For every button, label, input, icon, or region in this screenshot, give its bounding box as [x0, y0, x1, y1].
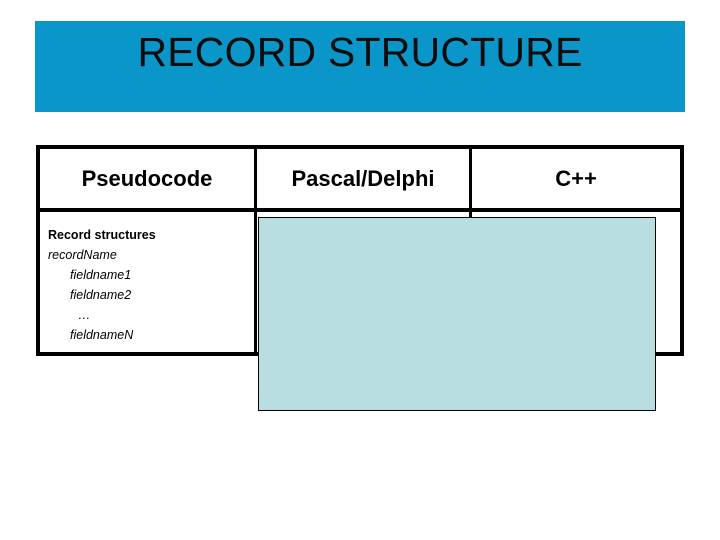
table-header-pascal-delphi: Pascal/Delphi [291, 165, 435, 191]
pseudocode-line-ellipsis: … [78, 308, 91, 322]
pseudocode-line-fieldname2: fieldname2 [70, 288, 132, 302]
table-border-left [36, 145, 40, 356]
pseudocode-line-fieldnameN: fieldnameN [70, 328, 134, 342]
code-placeholder-box[interactable] [258, 217, 656, 411]
page-title: RECORD STRUCTURE [137, 28, 583, 75]
table-border-right [680, 145, 684, 356]
pseudocode-line-title: Record structures [48, 228, 156, 242]
pseudocode-line-record-name: recordName [48, 248, 117, 262]
pseudocode-line-fieldname1: fieldname1 [70, 268, 132, 282]
table-column-divider-1 [254, 145, 257, 356]
table-header-cpp: C++ [555, 165, 597, 191]
table-border-top [36, 145, 684, 149]
table-cell-pseudocode: Record structures recordName fieldname1 … [40, 212, 254, 352]
table-header-pseudocode: Pseudocode [81, 165, 213, 191]
table-header-divider [36, 208, 684, 212]
title-banner: RECORD STRUCTURE [35, 21, 685, 112]
